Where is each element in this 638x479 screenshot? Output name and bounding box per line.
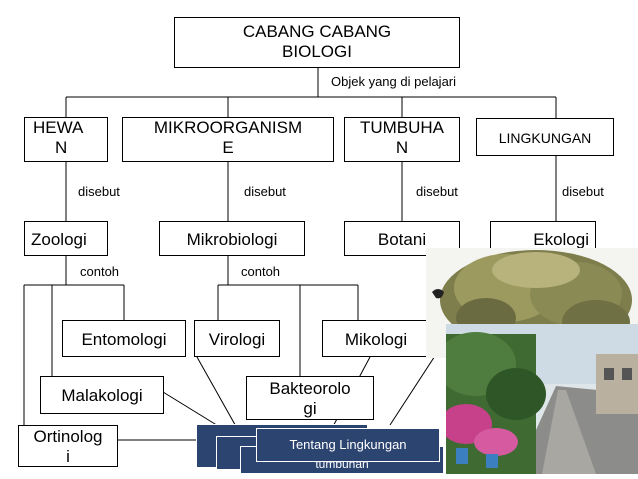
title-line1: CABANG CABANG (242, 22, 392, 41)
subfield-bakteriologi-line1: Bakteorolo (269, 379, 351, 398)
science-zoologi: Zoologi (24, 221, 108, 256)
science-botani: Botani (344, 221, 460, 256)
relation-label-2: disebut (244, 184, 286, 199)
relation-label-3: disebut (416, 184, 458, 199)
science-ekologi-label: Ekologi (533, 230, 589, 249)
subfield-malakologi: Malakologi (40, 376, 164, 414)
street-photo (446, 324, 638, 474)
subfield-bakteriologi-line2: gi (303, 399, 317, 418)
example-label-1: contoh (80, 264, 120, 279)
relation-label-1: disebut (78, 184, 120, 199)
subfield-entomologi-label: Entomologi (81, 330, 167, 349)
subfield-entomologi: Entomologi (62, 320, 186, 357)
science-botani-label: Botani (377, 230, 427, 249)
subfield-virologi: Virologi (194, 320, 280, 357)
overlay-box-lingkungan: Tentang Lingkungan (256, 428, 440, 462)
subfield-ortinologi-line1: Ortinolog (33, 427, 103, 446)
category-tumbuhan: TUMBUHA N (344, 117, 460, 162)
category-tumbuhan-line2: N (395, 138, 409, 157)
subfield-virologi-label: Virologi (208, 330, 266, 349)
subfield-ortinologi: Ortinolog i (18, 425, 118, 467)
category-hewan-line2: N (55, 138, 68, 157)
category-hewan: HEWA N (24, 117, 108, 162)
edge-label: Objek yang di pelajari (331, 74, 457, 89)
subfield-ortinologi-line2: i (66, 447, 70, 466)
title-box: CABANG CABANG BIOLOGI (174, 17, 460, 68)
subfield-bakteriologi: Bakteorolo gi (246, 376, 374, 420)
title-line2: BIOLOGI (282, 42, 352, 61)
overlay-lingkungan-label: Tentang Lingkungan (289, 437, 407, 452)
relation-label-4: disebut (562, 184, 604, 199)
category-tumbuhan-line1: TUMBUHA (359, 118, 445, 137)
category-mikroorganisme: MIKROORGANISM E (122, 117, 334, 162)
subfield-mikologi-label: Mikologi (344, 330, 408, 349)
category-mikroorganisme-line1: MIKROORGANISM (153, 118, 303, 137)
science-zoologi-label: Zoologi (31, 230, 87, 249)
science-mikrobiologi: Mikrobiologi (159, 221, 305, 256)
category-mikroorganisme-line2: E (222, 138, 234, 157)
science-mikrobiologi-label: Mikrobiologi (186, 230, 278, 249)
example-label-2: contoh (241, 264, 281, 279)
category-lingkungan-line1: LINGKUNGAN (498, 130, 592, 146)
category-lingkungan: LINGKUNGAN (476, 118, 614, 156)
subfield-malakologi-label: Malakologi (61, 386, 143, 405)
subfield-mikologi: Mikologi (322, 320, 430, 357)
category-hewan-line1: HEWA (33, 118, 84, 137)
